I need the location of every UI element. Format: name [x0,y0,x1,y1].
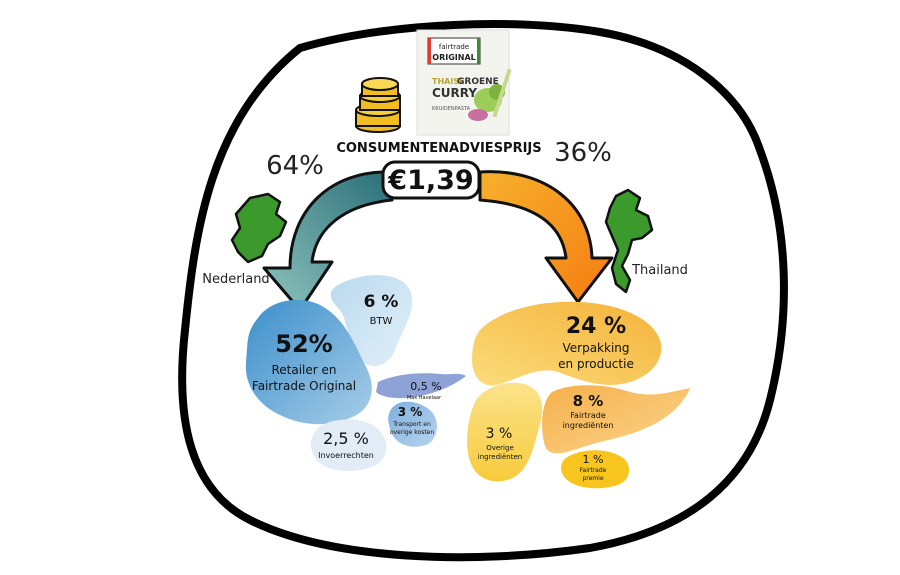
segment-overige-ingredienten-label-2: ingrediënten [478,453,522,461]
segment-overige-ingredienten-pct: 3 % [486,426,513,442]
segment-retailer-pct: 52% [275,330,332,358]
outer-outline [178,20,788,562]
price-box [381,160,481,200]
segment-transport: 3 % Transport en overige kosten [390,405,435,436]
segment-transport-label-2: overige kosten [390,429,435,436]
segment-retailer-label-1: Retailer en [271,363,336,377]
country-nederland: Nederland [202,272,269,287]
segment-retailer-label-2: Fairtrade Original [252,379,356,393]
price-label: CONSUMENTENADVIESPRIJS [336,141,541,156]
segment-verpakking-pct: 24 % [566,314,626,339]
segment-btw: 6 % BTW [364,292,399,327]
country-thailand: Thailand [631,263,688,278]
brand-line1: fairtrade [439,43,469,51]
segment-fairtrade-premie-pct: 1 % [583,453,604,466]
segment-btw-label: BTW [370,316,393,327]
segment-invoerrechten-blob [310,419,387,471]
segment-maxhavelaar: 0,5 % Max Havelaar [407,380,442,401]
segment-verpakking-blob [472,301,662,386]
price-value: €1,39 [387,165,473,196]
segment-maxhavelaar-pct: 0,5 % [410,380,441,393]
segment-overige-ingredienten-label-1: Overige [486,444,514,452]
coin-stack-icon [355,77,401,133]
segment-invoerrechten-pct: 2,5 % [323,429,369,448]
segment-transport-pct: 3 % [398,405,423,419]
segment-maxhavelaar-label: Max Havelaar [407,395,442,401]
product-name-1a: THAISE [432,77,465,86]
product-name-2: CURRY [432,86,477,100]
segment-fairtrade-ingredienten-pct: 8 % [573,392,604,410]
segment-maxhavelaar-blob [376,373,466,399]
split-right-pct: 36% [554,138,612,168]
segment-verpakking: 24 % Verpakking en productie [558,314,634,371]
brand-line2: ORIGINAL [432,53,475,62]
segment-overige-ingredienten-blob [467,382,543,482]
segment-transport-blob [388,401,437,447]
netherlands-map-icon [230,192,288,264]
segment-invoerrechten-label: Invoerrechten [318,451,374,460]
segment-fairtrade-premie: 1 % Fairtrade premie [580,453,607,482]
segment-overige-ingredienten: 3 % Overige ingrediënten [478,426,522,461]
segment-retailer: 52% Retailer en Fairtrade Original [252,330,356,393]
segment-btw-pct: 6 % [364,292,399,312]
segment-invoerrechten: 2,5 % Invoerrechten [318,429,374,460]
segment-verpakking-label-1: Verpakking [562,341,629,355]
product-name-1b: GROENE [457,77,499,87]
thailand-map-icon [604,188,654,294]
segment-fairtrade-ingredienten-blob [542,385,690,454]
segment-fairtrade-premie-label-1: Fairtrade [580,467,607,474]
segment-fairtrade-premie-blob [561,450,629,489]
segment-verpakking-label-2: en productie [558,357,634,371]
segment-retailer-blob [245,299,372,425]
product-package-image: fairtrade ORIGINAL THAISE GROENE CURRY K… [416,29,512,136]
arrow-to-nederland [262,170,394,312]
product-subtitle: KRUIDENPASTA [432,106,471,112]
segment-fairtrade-premie-label-2: premie [582,475,603,482]
segment-fairtrade-ingredienten-label-1: Fairtrade [570,411,606,420]
split-left-pct: 64% [266,151,324,181]
segment-fairtrade-ingredienten-label-2: ingrediënten [563,421,614,430]
segment-fairtrade-ingredienten: 8 % Fairtrade ingrediënten [563,392,614,430]
arrow-to-thailand [478,170,614,304]
segment-transport-label-1: Transport en [392,421,431,428]
